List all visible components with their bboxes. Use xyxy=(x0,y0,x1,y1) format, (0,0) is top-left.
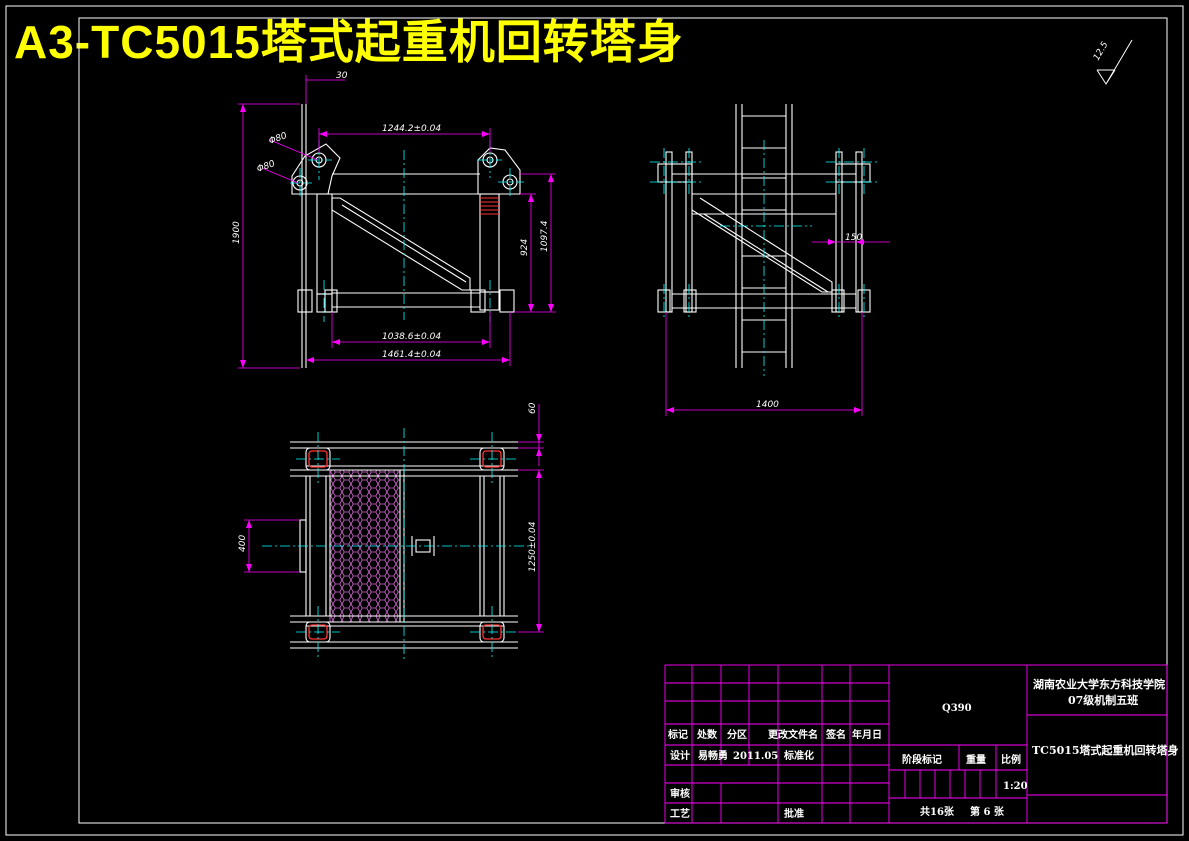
sheets-total: 共16张 xyxy=(920,805,955,818)
title-block-grid xyxy=(664,664,1168,824)
scale-label: 比例 xyxy=(1001,753,1021,766)
dim-side: 1250±0.04 xyxy=(528,521,538,572)
dim-height-mid: 924 xyxy=(520,239,530,256)
dim-top: 30 xyxy=(336,71,348,81)
dim-offset: 150 xyxy=(845,233,862,243)
front-dim-arrows xyxy=(240,104,554,368)
material: Q390 xyxy=(942,703,972,714)
roughness-value: 12.5 xyxy=(1092,40,1111,63)
dim-pin1: Φ80 xyxy=(268,131,289,147)
dim-width: 1400 xyxy=(756,400,779,410)
top-view: 60 1250±0.04 400 xyxy=(238,402,544,660)
header-count: 处数 xyxy=(696,728,718,741)
header-zone: 分区 xyxy=(727,728,747,741)
weight-label: 重量 xyxy=(966,753,986,766)
drawing-title: A3-TC5015塔式起重机回转塔身 xyxy=(14,16,684,68)
title-block: 标记 处数 分区 更改文件名 签名 年月日 设计 易畅勇 2011.05 标准化… xyxy=(664,664,1179,824)
dim-span-bottom: 1038.6±0.04 xyxy=(382,332,441,342)
top-centerlines xyxy=(262,428,530,660)
side-dimensions xyxy=(665,241,890,416)
school-name: 湖南农业大学东方科技学院 xyxy=(1033,677,1165,691)
header-change-file: 更改文件名 xyxy=(768,728,818,741)
header-signature: 签名 xyxy=(825,728,846,741)
front-dimensions xyxy=(238,75,556,369)
dim-left: 400 xyxy=(238,535,248,552)
roughness-symbol: 12.5 xyxy=(1092,39,1133,85)
dim-height-total: 1900 xyxy=(232,221,242,244)
front-view-frame xyxy=(291,104,521,368)
design-date: 2011.05 xyxy=(733,751,778,762)
side-dim-arrows xyxy=(666,239,864,413)
review-label: 审核 xyxy=(670,787,690,800)
design-label: 设计 xyxy=(670,749,690,762)
dim-span-overall: 1461.4±0.04 xyxy=(382,350,441,360)
top-dimensions xyxy=(244,404,544,633)
header-mark: 标记 xyxy=(667,728,688,741)
side-centerlines xyxy=(650,140,880,376)
standard-label: 标准化 xyxy=(783,749,814,762)
front-view: 30 1244.2±0.04 Φ80 Φ80 1900 924 1097.4 1… xyxy=(232,71,556,369)
scale-value: 1:20 xyxy=(1003,781,1028,792)
dim-height-right: 1097.4 xyxy=(540,220,550,252)
class-name: 07级机制五班 xyxy=(1068,693,1138,707)
sheet-number: 第 6 张 xyxy=(970,805,1005,818)
process-label: 工艺 xyxy=(670,807,690,820)
designer-name: 易畅勇 xyxy=(698,749,728,762)
header-date: 年月日 xyxy=(852,728,882,741)
drawing-border xyxy=(5,5,1184,836)
weld-marks xyxy=(480,197,499,215)
approve-label: 批准 xyxy=(784,807,804,820)
stage-label: 阶段标记 xyxy=(902,753,942,766)
dim-span-top: 1244.2±0.04 xyxy=(382,124,441,134)
part-name: TC5015塔式起重机回转塔身 xyxy=(1032,743,1179,757)
dim-top-gap: 60 xyxy=(528,402,538,414)
top-dim-arrows xyxy=(246,434,542,632)
side-view: 1400 150 xyxy=(650,104,890,416)
